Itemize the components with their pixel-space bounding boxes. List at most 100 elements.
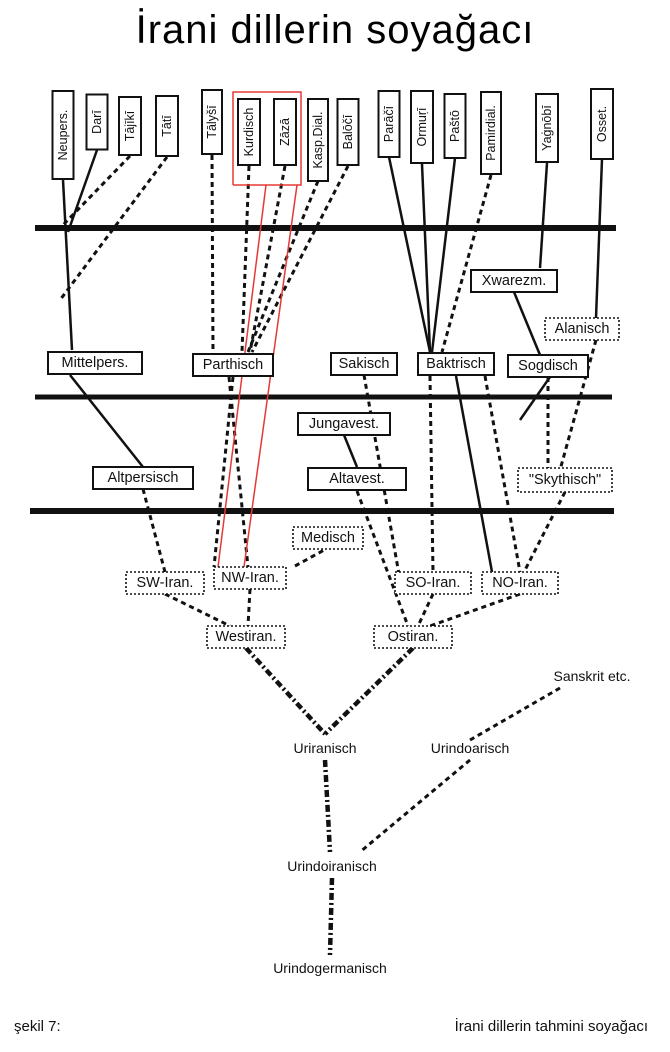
node-box xyxy=(417,352,495,376)
tree-edges xyxy=(58,149,604,956)
node-box xyxy=(273,98,297,166)
node-box xyxy=(297,412,391,436)
node-kasp: Kasp.Dial. xyxy=(307,98,329,182)
tree-edge xyxy=(322,759,333,853)
tree-edge xyxy=(454,375,494,573)
node-jungavest: Jungavest. xyxy=(297,412,391,436)
node-box xyxy=(507,354,589,378)
tree-edge xyxy=(294,547,327,568)
node-box xyxy=(544,317,620,341)
node-box xyxy=(125,571,205,595)
node-sakisch: Sakisch xyxy=(330,352,398,376)
node-pasto: Paštō xyxy=(443,93,467,159)
node-label: Parthisch xyxy=(203,357,263,373)
tree-edge xyxy=(246,180,320,353)
node-label: Paštō xyxy=(448,110,462,142)
node-label: Neupers. xyxy=(56,110,70,161)
tree-edge xyxy=(61,179,74,351)
node-label: Pamirdial. xyxy=(484,105,498,161)
tree-edge xyxy=(60,154,132,228)
node-tati: Tātī xyxy=(155,95,179,157)
node-box xyxy=(51,90,75,180)
node-label: Baktrisch xyxy=(426,356,486,372)
node-label: SO-Iran. xyxy=(406,575,461,591)
node-box xyxy=(47,351,143,375)
tree-edge xyxy=(164,592,231,628)
node-label: Westiran. xyxy=(216,629,277,645)
node-label: Zāzā xyxy=(278,118,292,146)
node-label: Medisch xyxy=(301,530,355,546)
node-kurdisch: Kurdisch xyxy=(237,98,261,166)
node-label: SW-Iran. xyxy=(137,575,194,591)
node-box xyxy=(92,466,194,490)
node-label: Urindogermanisch xyxy=(273,960,387,976)
node-box xyxy=(373,625,453,649)
node-box xyxy=(410,90,434,164)
node-swiran: SW-Iran. xyxy=(125,571,205,595)
node-box xyxy=(292,526,364,550)
node-box xyxy=(481,571,559,595)
node-label: Yaġnōbī xyxy=(540,105,554,151)
node-box xyxy=(155,95,179,157)
node-altavest: Altavest. xyxy=(307,467,407,491)
node-label: Osset. xyxy=(595,106,609,142)
node-xwarezm: Xwarezm. xyxy=(470,269,558,293)
tree-edge xyxy=(387,156,432,353)
tree-edge xyxy=(227,376,250,568)
node-parthisch: Parthisch xyxy=(192,353,274,377)
node-ormuri: Ormuṛī xyxy=(410,90,434,164)
node-label: Altavest. xyxy=(329,471,385,487)
tree-edge xyxy=(558,339,598,471)
node-label: "Skythisch" xyxy=(529,472,601,488)
tree-edge xyxy=(248,165,287,353)
node-balochi: Balōčī xyxy=(336,98,360,166)
tree-edge xyxy=(428,375,435,573)
node-ostiran: Ostiran. xyxy=(373,625,453,649)
node-box xyxy=(443,93,467,159)
tree-edge xyxy=(250,165,350,353)
node-label: Kasp.Dial. xyxy=(311,112,325,169)
node-sogdisch: Sogdisch xyxy=(507,354,589,378)
node-label: Parāčī xyxy=(382,105,396,142)
tree-edge xyxy=(359,758,471,854)
tree-edge xyxy=(69,374,144,468)
node-box xyxy=(535,93,559,163)
tree-edge xyxy=(430,157,457,353)
node-label: Alanisch xyxy=(555,321,610,337)
node-urindogermanisch: Urindogermanisch xyxy=(273,960,387,976)
node-label: Xwarezm. xyxy=(482,273,546,289)
node-label: Urindoiranisch xyxy=(287,858,376,874)
figure-caption: İrani dillerin tahmini soyağacı xyxy=(454,1018,648,1035)
tree-edge xyxy=(594,158,604,319)
tree-edge xyxy=(518,376,552,421)
node-label: Tājīkī xyxy=(123,110,137,141)
node-baktrisch: Baktrisch xyxy=(417,352,495,376)
tree-edge xyxy=(469,686,561,742)
tree-edge xyxy=(420,163,432,353)
node-altpersisch: Altpersisch xyxy=(92,466,194,490)
figure-number: şekil 7: xyxy=(14,1018,61,1035)
node-tajiki: Tājīkī xyxy=(118,96,142,156)
node-box xyxy=(480,91,502,175)
node-paraci: Parāčī xyxy=(377,90,401,158)
tree-edge xyxy=(538,162,549,269)
node-soiran: SO-Iran. xyxy=(394,571,472,595)
tree-edge xyxy=(141,488,167,573)
node-label: Ormuṛī xyxy=(415,107,429,146)
node-box xyxy=(201,89,223,155)
node-box xyxy=(307,467,407,491)
node-pamir: Pamirdial. xyxy=(480,91,502,175)
node-box xyxy=(213,566,287,590)
tree-edge xyxy=(323,646,415,736)
node-label: Kurdisch xyxy=(242,108,256,157)
node-label: Tātī xyxy=(160,115,174,137)
node-box xyxy=(307,98,329,182)
node-box xyxy=(470,269,558,293)
node-label: Ostiran. xyxy=(388,629,439,645)
node-box xyxy=(377,90,401,158)
diagram-title: İrani dillerin soyağacı xyxy=(135,8,535,52)
node-yagnobi: Yaġnōbī xyxy=(535,93,559,163)
node-sanskrit: Sanskrit etc. xyxy=(553,668,630,684)
